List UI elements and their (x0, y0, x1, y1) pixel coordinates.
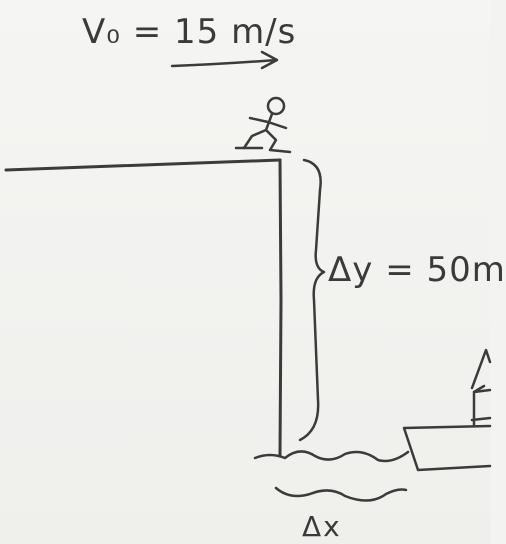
runner-figure (234, 96, 292, 154)
height-brace (298, 158, 326, 442)
velocity-arrow (170, 50, 279, 70)
distance-brace (274, 486, 408, 502)
initial-velocity-label: V₀ = 15 m/s (82, 12, 297, 52)
cliff-face-line (278, 158, 283, 457)
sketch-drawing (4, 50, 492, 502)
boat-hull (402, 424, 492, 472)
water-surface (253, 450, 410, 463)
boat-mast (470, 384, 492, 428)
boat-sail (470, 348, 492, 390)
horizontal-displacement-label: Δx (302, 510, 342, 543)
cliff-top-line (4, 158, 282, 172)
vertical-displacement-label: Δy = 50m (328, 250, 506, 290)
